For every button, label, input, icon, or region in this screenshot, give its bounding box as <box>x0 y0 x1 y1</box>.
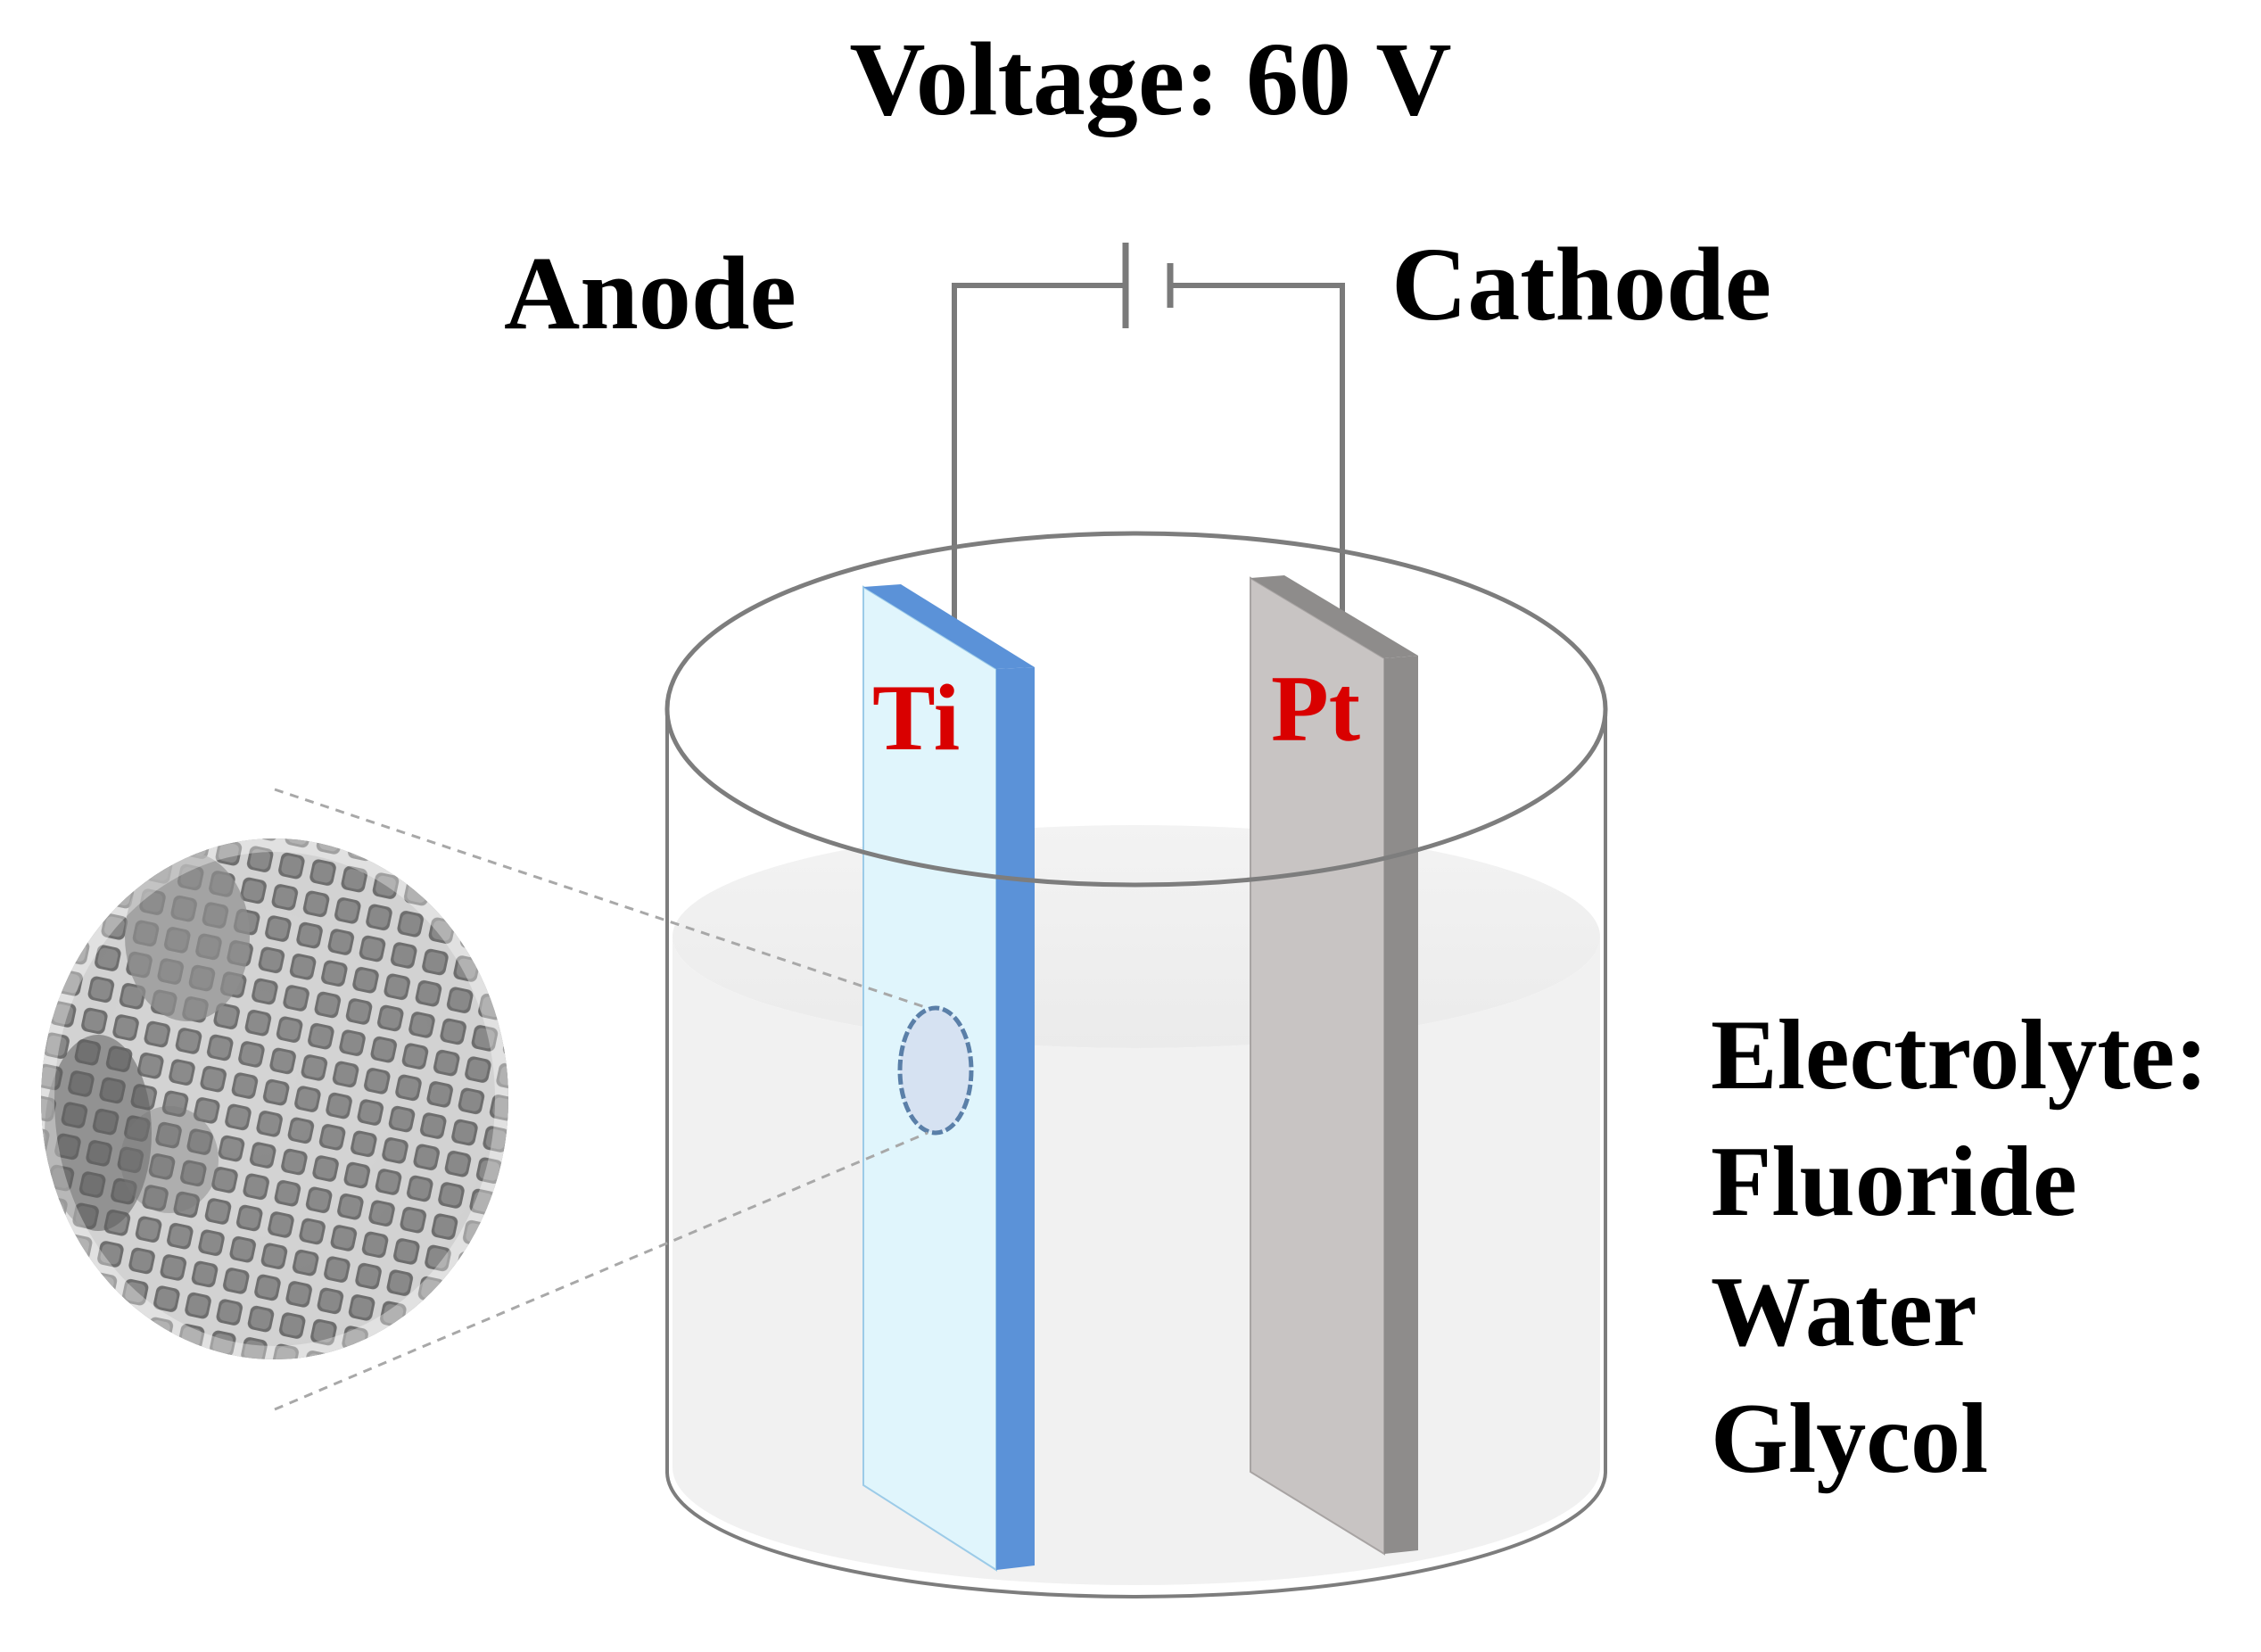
beaker <box>665 709 1607 1598</box>
anode-label: Anode <box>504 235 796 351</box>
nanotube-array-micrograph-icon <box>41 838 508 1359</box>
cathode-label: Cathode <box>1391 226 1771 343</box>
beaker-rim <box>664 531 1608 888</box>
electrolyte-component: Glycol <box>1711 1384 1988 1494</box>
electrolyte-component: Water <box>1711 1257 1977 1367</box>
beaker-wall <box>665 709 1607 1598</box>
electrolyte-component: Fluoride <box>1711 1127 2077 1237</box>
electrolyte-heading: Electrolyte: <box>1711 1000 2208 1111</box>
circuit <box>952 243 1345 635</box>
anode-wire <box>952 283 1126 624</box>
cathode-wire <box>1170 283 1345 635</box>
zoom-guide-lines <box>274 788 928 1411</box>
pt-label: Pt <box>1271 657 1360 761</box>
pt-electrode <box>1250 575 1418 1556</box>
ti-label: Ti <box>872 665 960 770</box>
voltage-title: Voltage: 60 V <box>849 21 1451 137</box>
ti-electrode <box>862 584 1035 1572</box>
magnified-spot <box>897 1005 974 1136</box>
electrolyte-composition: Electrolyte: Fluoride Water Glycol <box>1711 1000 2208 1494</box>
electrolyte-liquid <box>673 825 1600 1048</box>
